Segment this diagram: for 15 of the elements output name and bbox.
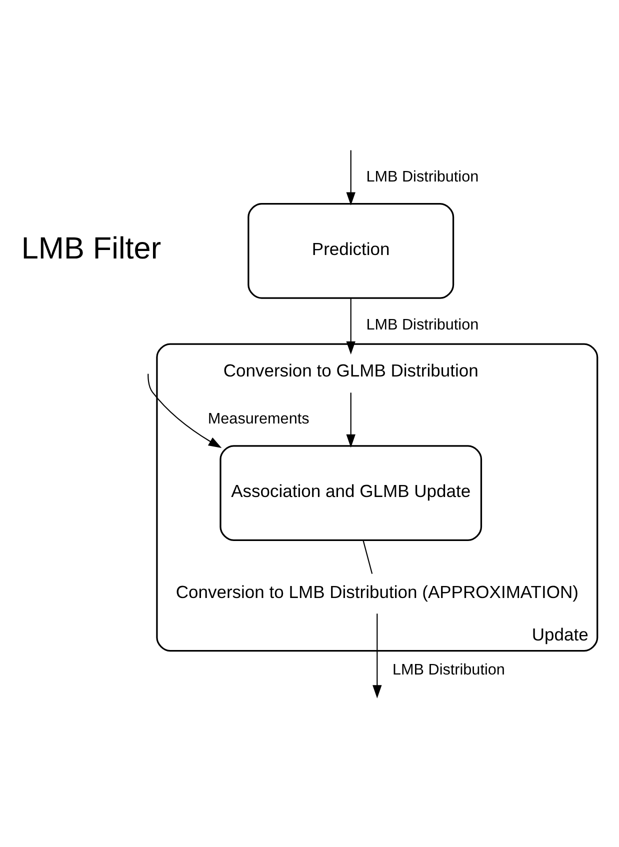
arrow (372, 614, 382, 698)
arrow (346, 392, 356, 448)
edge-label: LMB Distribution (392, 662, 505, 679)
arrow (346, 150, 356, 206)
edge-label: LMB Distribution (366, 316, 479, 334)
edge-label: Measurements (208, 410, 310, 428)
label: LMB Filter (21, 232, 162, 266)
node-box: Prediction (248, 203, 454, 299)
arrow (148, 374, 222, 448)
node-box: Association and GLMB Update (220, 445, 482, 541)
node-text: Conversion to GLMB Distribution (223, 360, 478, 381)
node-text: Conversion to LMB Distribution (APPROXIMATION) (176, 582, 578, 602)
arrow (346, 298, 356, 354)
connector (362, 540, 373, 574)
edge-label: LMB Distribution (366, 168, 479, 186)
